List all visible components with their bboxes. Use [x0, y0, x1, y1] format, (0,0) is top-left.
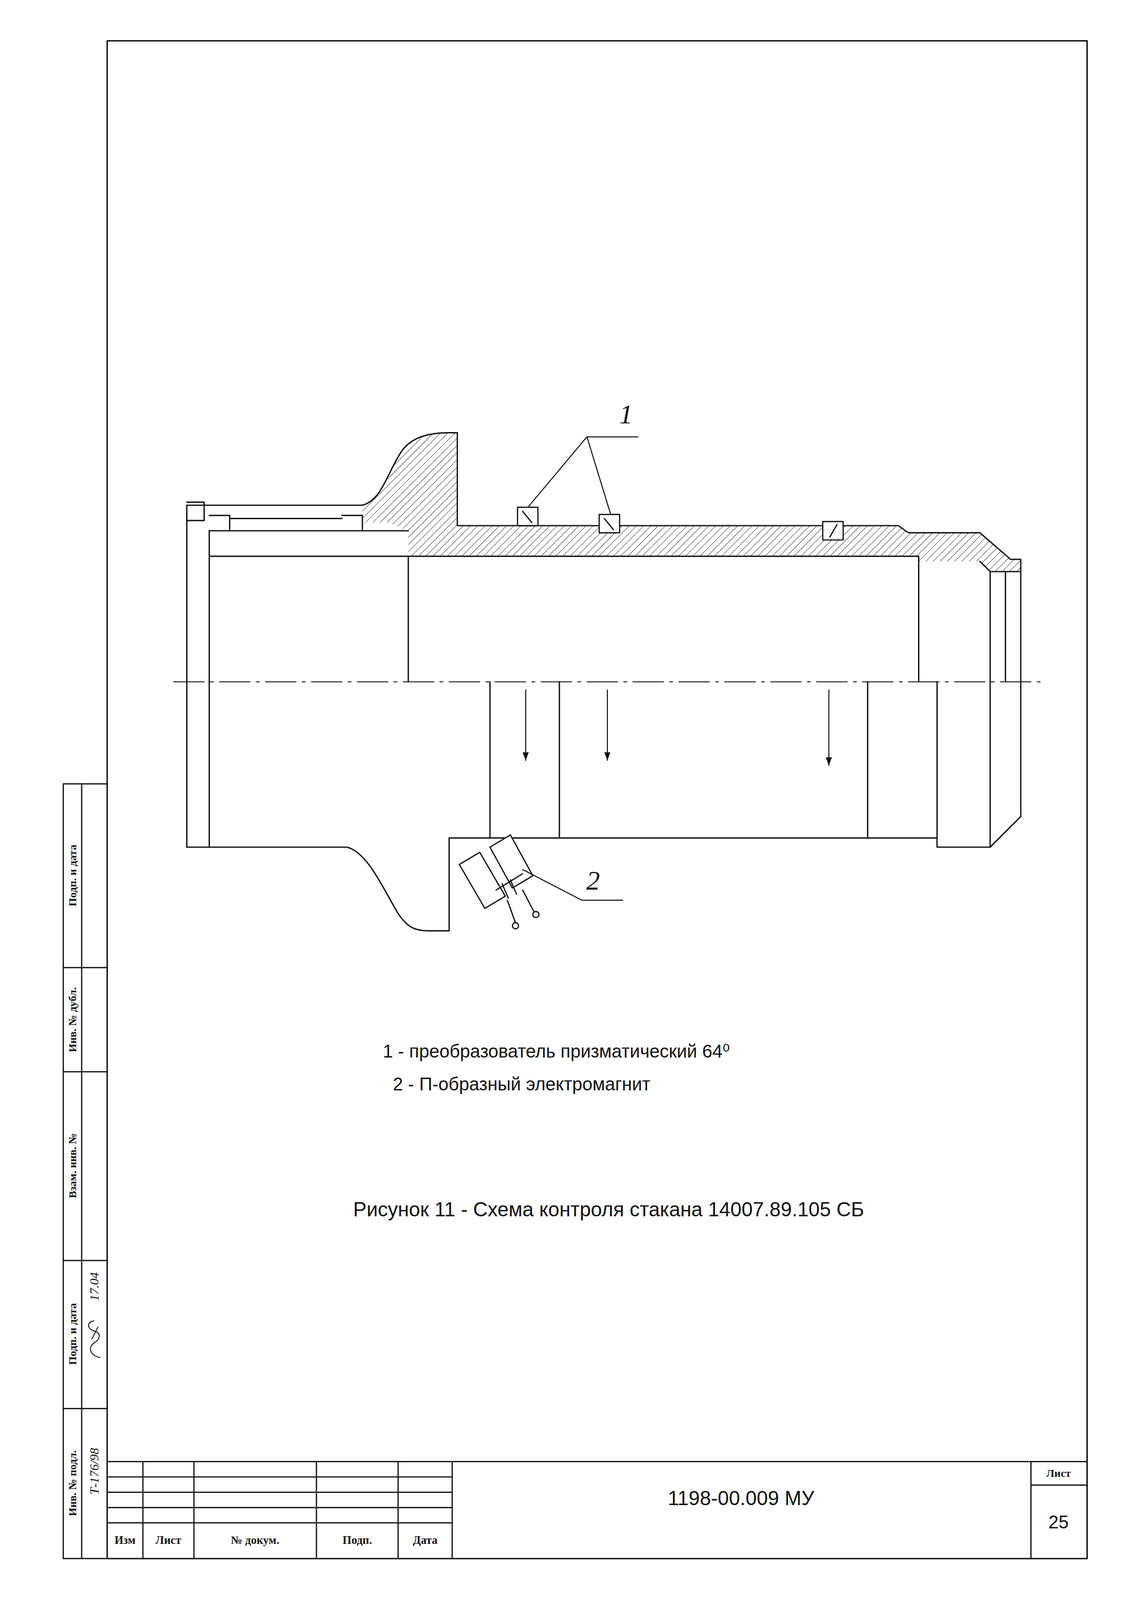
title-block: [107, 1476, 453, 1524]
part-outline: [209, 515, 363, 532]
callout-number: 2: [586, 865, 600, 896]
sheet-number: 25: [1048, 1512, 1070, 1533]
stamp-field: Подп. и дата: [66, 1303, 79, 1365]
part-outline: [186, 502, 204, 521]
part-outline: [186, 681, 1021, 931]
leader-line: [522, 869, 623, 901]
stamp-field: Подп. и дата: [66, 844, 79, 907]
title-block-header: № докум.: [230, 1533, 280, 1547]
title-block-header: Подп.: [342, 1533, 373, 1547]
part-outline: [186, 505, 188, 682]
electromagnet-symbol: [459, 834, 540, 929]
stamp-strip: [63, 967, 108, 1409]
direction-arrows: [828, 689, 830, 766]
title-block: [107, 1461, 1088, 1560]
callout-number: 1: [619, 399, 633, 430]
title-block-header: Лист: [155, 1533, 182, 1547]
title-block: [107, 1460, 1088, 1463]
section-hatch: [362, 432, 1021, 572]
stamp-field: Взам. инв. №: [66, 1133, 79, 1199]
signature: [88, 1320, 100, 1358]
signature: [88, 1320, 100, 1358]
direction-arrows: [525, 689, 527, 761]
document-code: 1198-00.009 МУ: [667, 1487, 815, 1510]
sheet-frame: [107, 40, 1088, 1559]
electromagnet-symbol: [495, 873, 523, 891]
figure-caption: Рисунок 11 - Схема контроля стакана 1400…: [353, 1198, 865, 1221]
part-outline: [209, 530, 919, 682]
electromagnet-symbol: [512, 922, 519, 929]
title-block-header: Дата: [412, 1533, 438, 1547]
part-outline: [209, 681, 991, 847]
title-block-header: Изм: [114, 1533, 136, 1547]
center-line: [173, 681, 1042, 683]
center-line: [173, 681, 1042, 683]
title-block: [142, 1461, 453, 1560]
electromagnet-symbol: [502, 879, 517, 898]
stamp-strip: [63, 783, 108, 1559]
electromagnet-symbol: [532, 911, 539, 918]
transducer-mark: [522, 511, 837, 538]
sheet-label: Лист: [1046, 1467, 1071, 1480]
prism-transducer: [517, 507, 538, 526]
part-outline: [209, 530, 409, 532]
drawing-sheet: [63, 40, 1088, 1559]
legend-note: 2 - П-образный электромагнит: [392, 1074, 651, 1095]
part-outline: [186, 432, 1021, 683]
sheet-frame: [107, 40, 1088, 1559]
prism-transducer: [517, 507, 844, 541]
handwritten-number: Т-176/98: [87, 1448, 102, 1496]
leader-line: [528, 437, 638, 514]
direction-arrows: [606, 689, 608, 761]
transducer-mark: [522, 511, 837, 538]
legend-note: 1 - преобразователь призматический 64⁰: [382, 1041, 731, 1062]
handwritten-date: 17.04: [87, 1272, 102, 1302]
stamp-strip: [63, 783, 108, 1559]
stamp-field: Инв. № подл.: [66, 1450, 79, 1517]
prism-transducer: [599, 514, 620, 533]
part-outline: [980, 561, 1021, 682]
direction-arrows: [525, 689, 829, 766]
title-block: [1031, 1461, 1088, 1560]
leader-line: [522, 437, 638, 901]
stamp-field: Инв. № дубл.: [66, 987, 79, 1053]
electromagnet-symbol: [507, 890, 534, 924]
